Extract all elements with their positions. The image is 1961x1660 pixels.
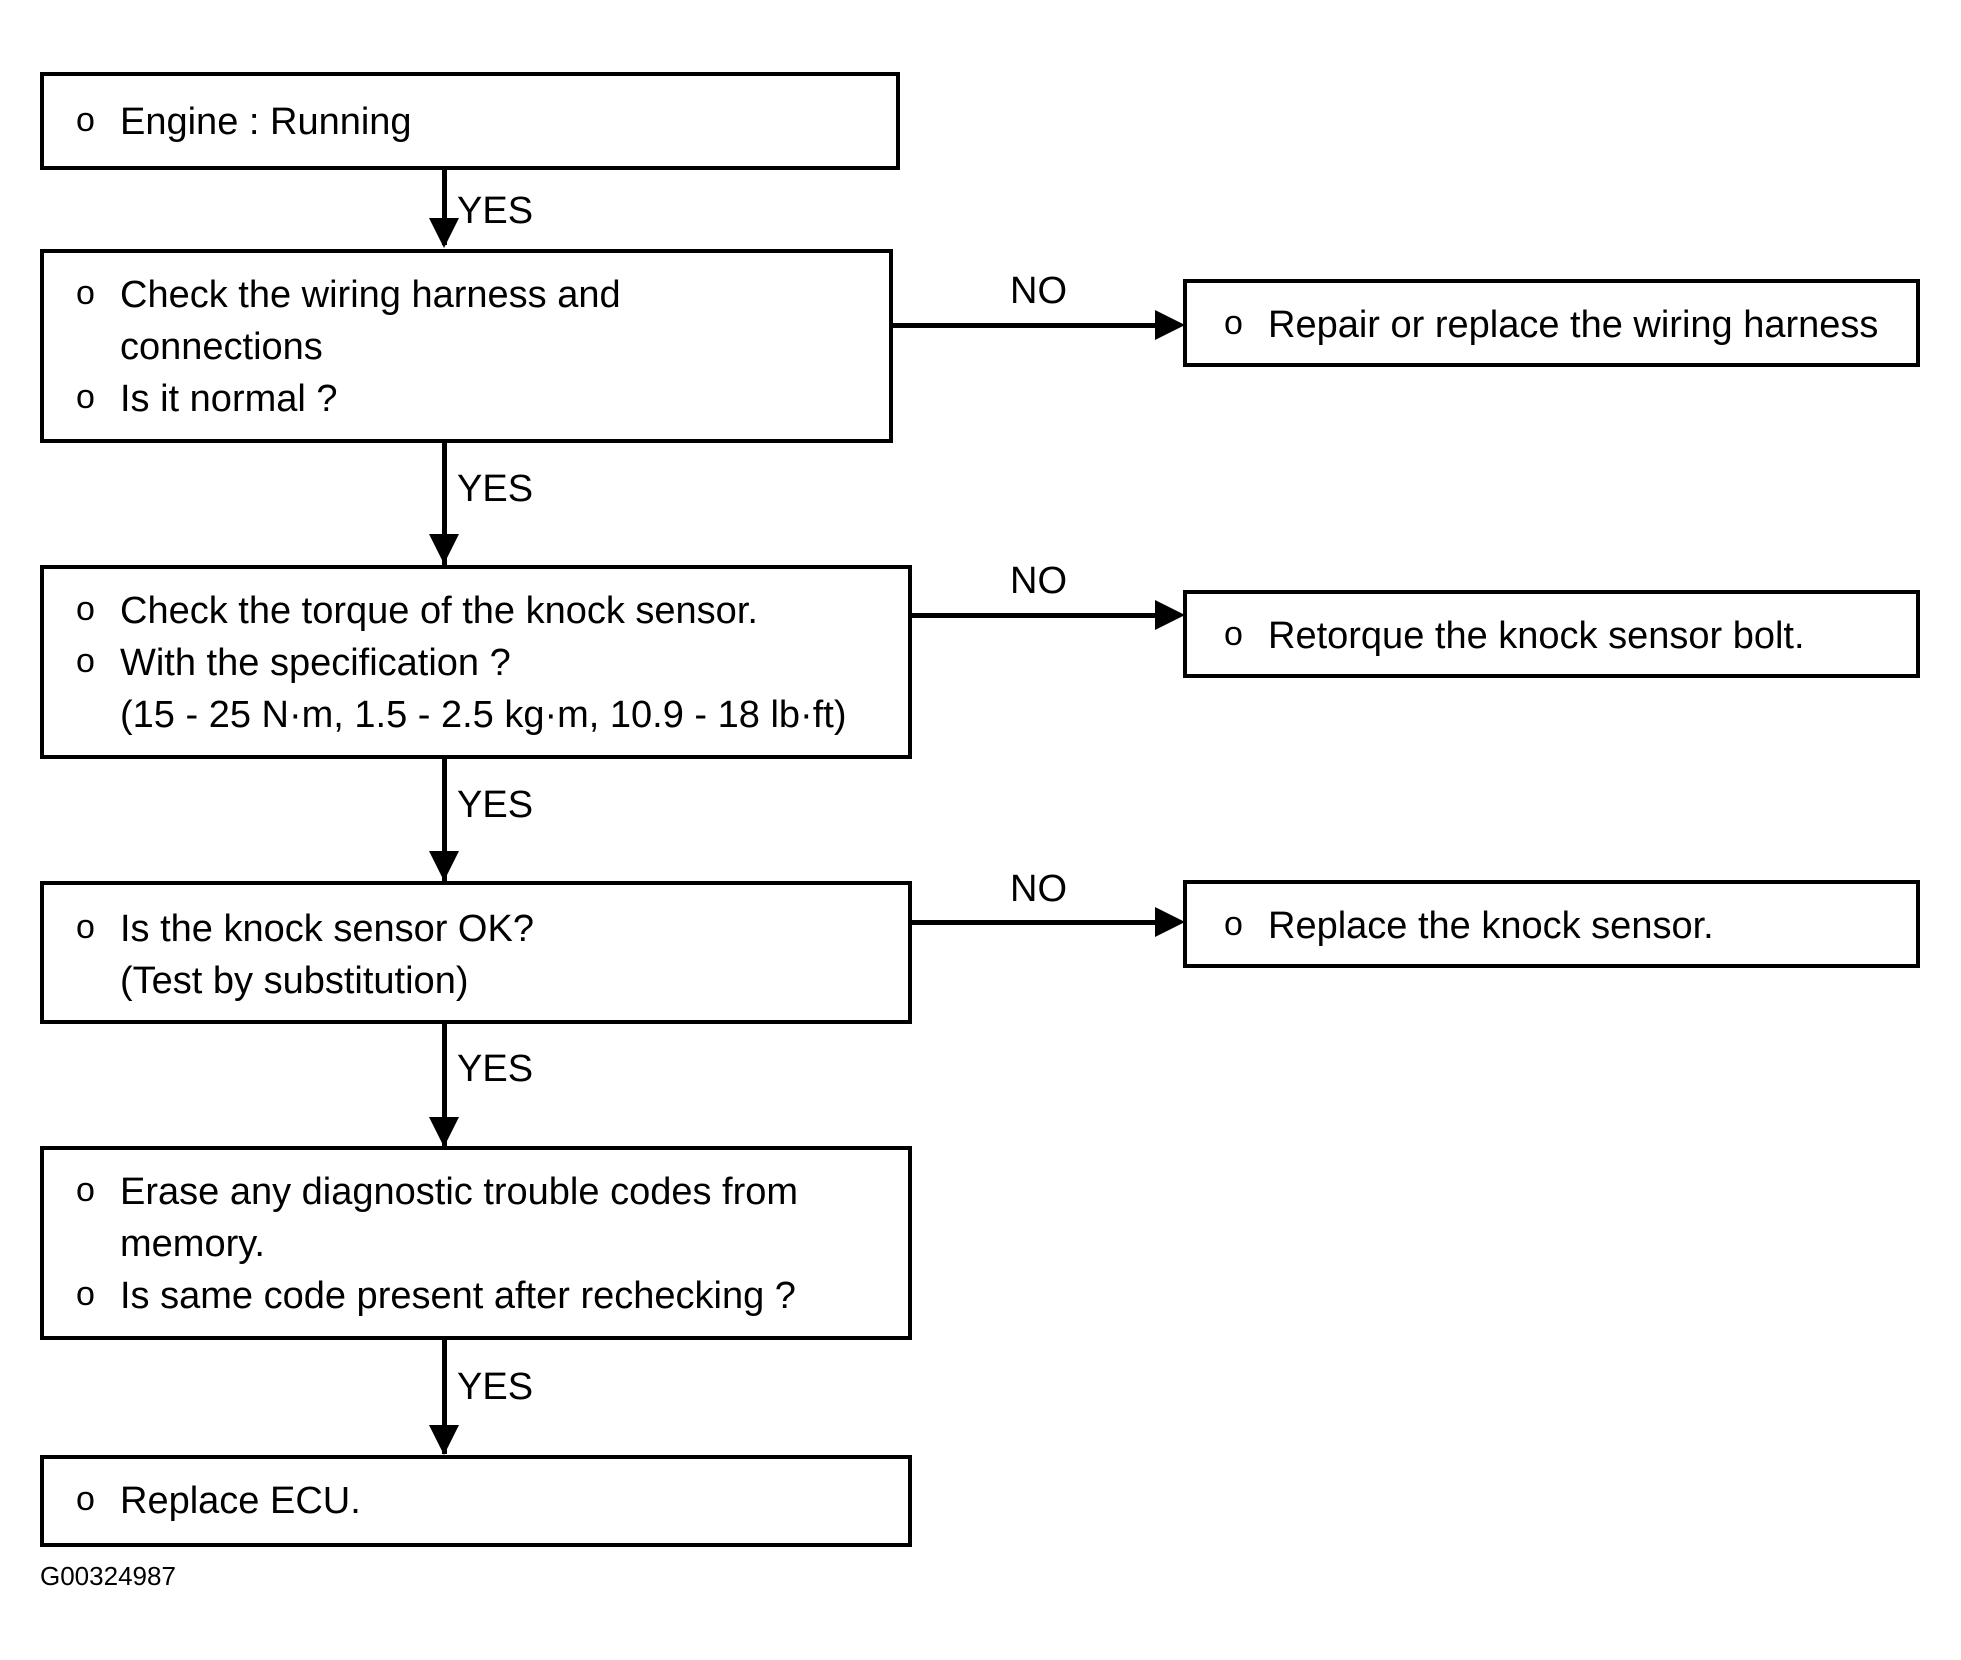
bullet-marker: o [76,378,95,416]
node-check-wiring-harness: o Check the wiring harness and connectio… [40,249,893,443]
node-retorque-bolt: o Retorque the knock sensor bolt. [1183,590,1920,678]
edge-label-torque-to-sensor: YES [457,784,534,826]
bullet-marker: o [76,1171,95,1209]
bullet-marker: o [1224,905,1243,943]
edge-arrowhead-wiring-to-torque [429,534,459,564]
figure-id-label: G00324987 [40,1561,176,1591]
bullet-marker: o [76,642,95,680]
node-line-text: Repair or replace the wiring harness [1268,304,1879,346]
edge-label-wiring-to-repair: NO [1010,270,1067,312]
node-line-text: memory. [120,1223,265,1265]
bullet-marker: o [76,590,95,628]
node-replace-knock-sensor: o Replace the knock sensor. [1183,880,1920,968]
edge-arrowhead-torque-to-retorque [1155,600,1185,630]
edge-line-sensor-to-erase [442,1024,447,1148]
node-check-torque: o Check the torque of the knock sensor. … [40,565,912,759]
node-line-text: Engine : Running [120,101,412,143]
edge-arrowhead-sensor-to-replace [1155,907,1185,937]
node-erase-codes: o Erase any diagnostic trouble codes fro… [40,1146,912,1340]
node-replace-ecu: o Replace ECU. [40,1455,912,1547]
edge-label-sensor-to-replace: NO [1010,868,1067,910]
edge-arrowhead-sensor-to-erase [429,1117,459,1147]
edge-arrowhead-wiring-to-repair [1155,310,1185,340]
edge-line-wiring-to-torque [442,443,447,566]
bullet-marker: o [76,1275,95,1313]
bullet-marker: o [1224,615,1243,653]
edge-line-engine-to-wiring [442,170,447,245]
edge-label-engine-to-wiring: YES [457,190,534,232]
node-line-text: Replace ECU. [120,1480,361,1522]
edge-line-torque-to-retorque [912,613,1176,618]
edge-arrowhead-torque-to-sensor [429,851,459,881]
node-line-text: Replace the knock sensor. [1268,905,1714,947]
edge-line-wiring-to-repair [893,323,1176,328]
edge-label-wiring-to-torque: YES [457,468,534,510]
bullet-marker: o [76,908,95,946]
edge-line-sensor-to-replace [912,920,1176,925]
edge-arrowhead-erase-to-ecu [429,1425,459,1455]
bullet-marker: o [1224,304,1243,342]
node-line-text: With the specification ? [120,642,511,684]
edge-arrowhead-engine-to-wiring [429,218,459,248]
node-knock-sensor-ok: o Is the knock sensor OK? (Test by subst… [40,881,912,1024]
edge-label-erase-to-ecu: YES [457,1366,534,1408]
bullet-marker: o [76,101,95,139]
node-repair-wiring-harness: o Repair or replace the wiring harness [1183,279,1920,367]
node-line-text: Is the knock sensor OK? [120,908,534,950]
node-line-text: Check the torque of the knock sensor. [120,590,758,632]
node-line-text: Check the wiring harness and [120,274,621,316]
node-line-text: Erase any diagnostic trouble codes from [120,1171,799,1213]
edge-label-sensor-to-erase: YES [457,1048,534,1090]
node-line-text: Is same code present after rechecking ? [120,1275,796,1317]
node-line-text: Retorque the knock sensor bolt. [1268,615,1805,657]
edge-line-erase-to-ecu [442,1340,447,1454]
node-line-text: Is it normal ? [120,378,338,420]
edge-line-torque-to-sensor [442,759,447,883]
edge-label-torque-to-retorque: NO [1010,560,1067,602]
node-line-text: (15 - 25 N·m, 1.5 - 2.5 kg·m, 10.9 - 18 … [120,694,847,736]
node-engine-running: o Engine : Running [40,72,900,170]
node-line-text: connections [120,326,323,368]
node-line-text: (Test by substitution) [120,960,469,1002]
bullet-marker: o [76,1480,95,1518]
bullet-marker: o [76,274,95,312]
